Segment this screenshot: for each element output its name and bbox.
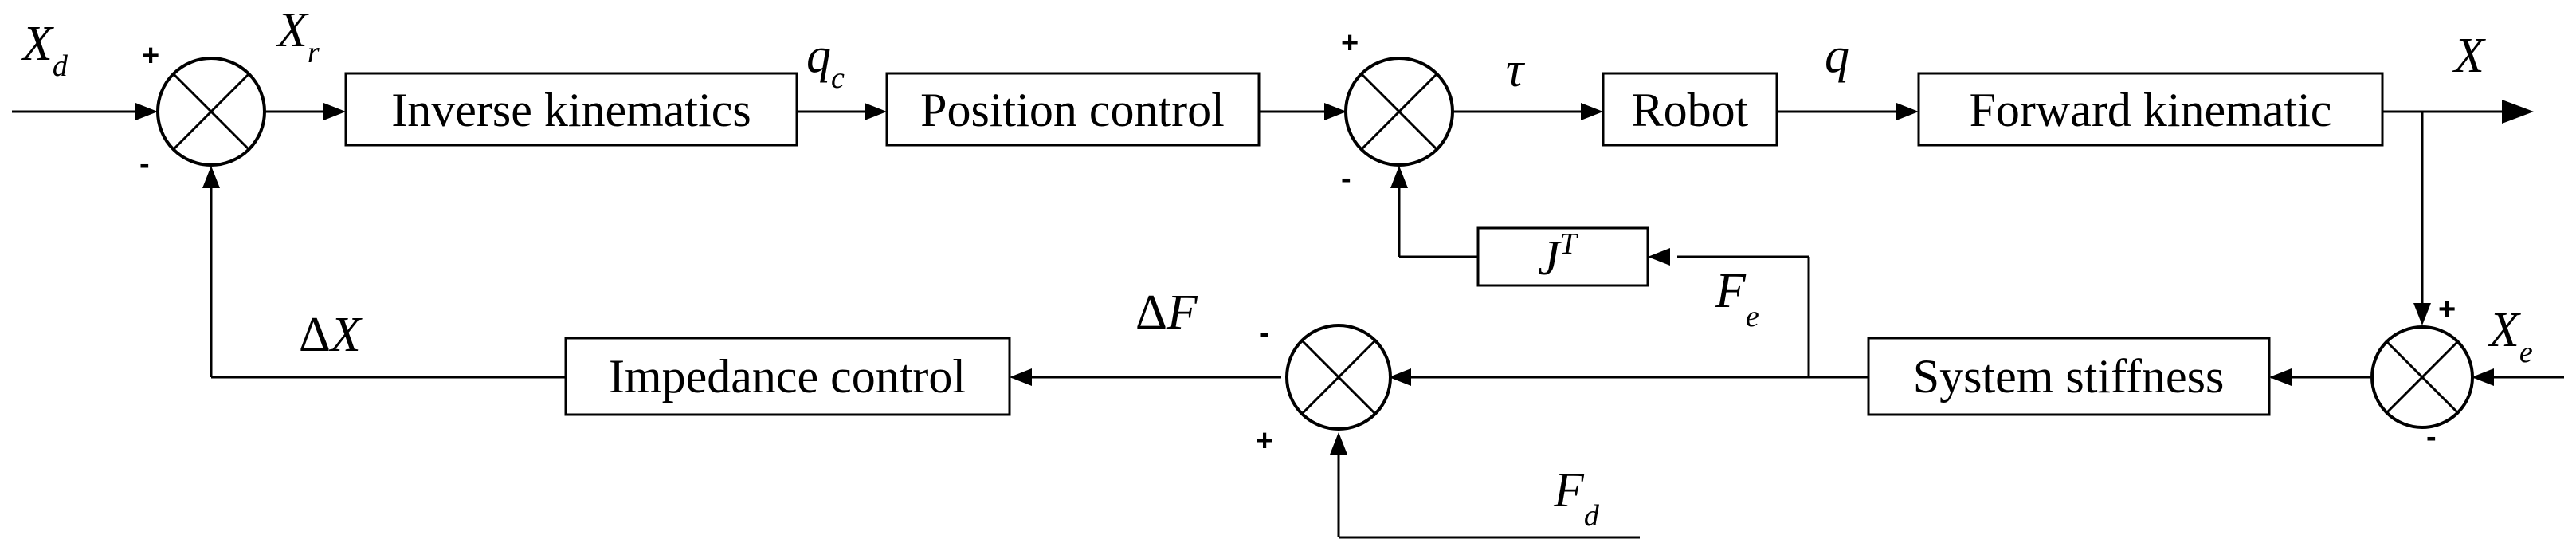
block-jacobian-transpose: JT	[1476, 226, 1649, 287]
block-label: Impedance control	[609, 350, 966, 403]
signal-fe-label: Fe	[1715, 264, 1759, 333]
block-forward-kinematic: Forward kinematic	[1917, 72, 2384, 147]
block-label: Position control	[920, 84, 1225, 136]
signal-qc-label: qc	[806, 29, 845, 95]
junction-4-plus-sign: +	[2438, 293, 2456, 326]
block-inverse-kinematics: Inverse kinematics	[344, 72, 798, 147]
junction-1-plus-sign: +	[142, 39, 159, 73]
block-system-stiffness: System stiffness	[1867, 337, 2271, 416]
block-label: Inverse kinematics	[391, 84, 751, 136]
summing-junction-2	[1285, 324, 1392, 431]
signal-fd-label: Fd	[1553, 463, 1600, 533]
junction-signs: + - + - - + + -	[139, 26, 2456, 458]
arrowheads	[135, 100, 2534, 455]
arrow-into-inverse-kinematics	[323, 103, 346, 120]
arrow-into-junction-1	[135, 103, 158, 120]
arrow-into-junction-2-bottom	[1330, 432, 1347, 455]
signal-xe-label: Xe	[2487, 303, 2533, 369]
summing-junction-4	[2370, 325, 2474, 429]
signal-tau-label: τ	[1506, 43, 1526, 97]
signal-x-output-label: X	[2452, 29, 2486, 83]
arrow-into-forward-kinematic	[1896, 103, 1919, 120]
arrow-into-junction-4-right	[2472, 368, 2494, 386]
arrow-into-junction-4-top	[2413, 303, 2431, 325]
arrow-into-impedance-control	[1010, 368, 1032, 386]
signal-delta-x-label: ΔX	[299, 308, 363, 362]
arrow-into-junction-2	[1389, 368, 1411, 386]
junction-3-minus-sign: -	[1341, 162, 1351, 195]
signal-delta-f-label: ΔF	[1135, 285, 1198, 340]
arrow-into-system-stiffness	[2269, 368, 2292, 386]
connection-lines	[12, 110, 2564, 539]
block-robot: Robot	[1602, 72, 1778, 147]
arrow-into-robot	[1581, 103, 1603, 120]
arrow-into-jacobian	[1648, 248, 1670, 266]
svg-text:JT: JT	[1538, 227, 1579, 285]
block-label: System stiffness	[1913, 350, 2225, 403]
summing-junction-3	[1344, 57, 1454, 167]
block-label: Robot	[1632, 84, 1749, 136]
junction-2-plus-sign: +	[1256, 424, 1273, 458]
summing-junction-1	[156, 57, 266, 167]
junction-2-minus-sign: -	[1259, 317, 1269, 350]
signal-xd-label: Xd	[20, 17, 69, 83]
arrow-into-junction-3-bottom	[1390, 166, 1408, 188]
arrow-into-junction-1-bottom	[202, 166, 220, 188]
block-impedance-control: Impedance control	[564, 337, 1011, 416]
signal-labels: Xd Xr qc τ q X Xe Fe Fd ΔX ΔF	[20, 3, 2533, 533]
jacobian-sup: T	[1560, 227, 1579, 261]
signal-q-label: q	[1825, 29, 1849, 83]
arrow-output-x	[2502, 100, 2534, 124]
junction-1-minus-sign: -	[139, 148, 150, 181]
signal-xr-label: Xr	[275, 3, 320, 69]
arrow-into-junction-3	[1324, 103, 1347, 120]
jacobian-base: J	[1538, 231, 1562, 285]
block-position-control: Position control	[885, 72, 1261, 147]
junction-3-plus-sign: +	[1341, 26, 1359, 60]
junction-4-minus-sign: -	[2426, 420, 2437, 454]
block-label: Forward kinematic	[1970, 84, 2332, 136]
arrow-into-position-control	[865, 103, 887, 120]
